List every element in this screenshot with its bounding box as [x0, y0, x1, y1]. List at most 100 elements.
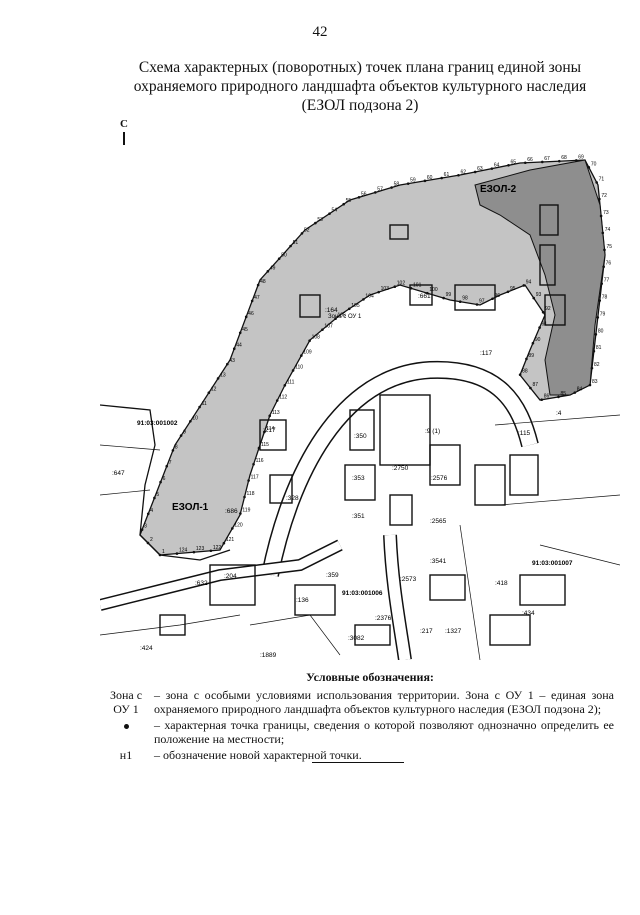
zone-ezol2-label: ЕЗОЛ-2	[480, 184, 517, 195]
legend-text-zone: – зона с особыми условиями использования…	[154, 688, 614, 716]
boundary-point-label: 113	[272, 410, 280, 416]
legend-symbol-point	[104, 718, 148, 732]
boundary-point-marker	[374, 191, 377, 194]
boundary-point-marker	[328, 212, 331, 215]
parcel-label: :632	[195, 580, 208, 587]
boundary-point-label: 121	[226, 537, 235, 543]
boundary-point-label: 110	[295, 364, 303, 370]
boundary-point-label: 68	[561, 155, 567, 161]
boundary-point-label: 56	[361, 191, 367, 197]
boundary-point-label: 54	[332, 208, 338, 214]
boundary-point-marker	[314, 221, 317, 225]
legend-row-zone: Зона с ОУ 1 – зона с особыми условиями и…	[0, 688, 640, 716]
boundary-point-marker	[557, 159, 561, 163]
boundary-point-label: 59	[410, 178, 416, 184]
boundary-point-label: 1	[162, 549, 165, 555]
boundary-point-label: 92	[545, 306, 551, 312]
boundary-point-marker	[192, 550, 196, 554]
boundary-point-marker	[532, 296, 536, 300]
road-vertical-inner	[384, 534, 411, 660]
boundary-points: 1234567891011121343444546474849505152535…	[140, 154, 612, 557]
boundary-point-label: 88	[522, 369, 528, 375]
boundary-point-marker	[209, 549, 213, 553]
boundary-point-marker	[171, 449, 175, 452]
boundary-point-marker	[475, 303, 479, 306]
boundary-point-label: 64	[494, 163, 500, 169]
boundary-point-marker	[179, 434, 183, 437]
boundary-point-label: 43	[229, 358, 235, 364]
boundary-point-marker	[222, 541, 226, 545]
boundary-point-label: 60	[427, 175, 433, 181]
boundary-point-marker	[250, 299, 254, 303]
parcel-label: :647	[112, 470, 125, 477]
boundary-point-label: 86	[544, 394, 550, 400]
footer-rule	[312, 762, 404, 763]
parcel-label: :2376	[375, 615, 392, 622]
cadastral-block-label: 91:03:001007	[532, 560, 573, 567]
boundary-point-marker	[590, 366, 594, 370]
parcel-label: :136	[296, 597, 309, 604]
boundary-point-marker	[426, 291, 429, 295]
boundary-point-marker	[291, 369, 295, 372]
boundary-point-label: 104	[365, 293, 374, 299]
boundary-point-marker	[458, 300, 462, 304]
boundary-point-marker	[457, 173, 460, 177]
parcel-label: :353	[352, 475, 365, 482]
boundary-point-marker	[256, 283, 260, 287]
boundary-point-marker	[159, 480, 162, 484]
zone-ou1-boundary	[100, 404, 231, 561]
boundary-point-marker	[207, 391, 211, 395]
boundary-point-marker	[300, 232, 304, 235]
boundary-point-label: 48	[260, 279, 266, 285]
boundary-point-label: 6	[163, 476, 166, 482]
boundary-point-marker	[158, 553, 162, 557]
boundary-point-label: 120	[234, 522, 243, 528]
boundary-point-label: 70	[591, 161, 597, 167]
boundary-point-label: 3	[144, 524, 147, 530]
legend-text-new-point: – обозначение новой характерной точки.	[154, 748, 362, 762]
boundary-point-marker	[268, 414, 272, 418]
legend-row-point: – характерная точка границы, сведения о …	[0, 718, 640, 746]
boundary-point-label: 102	[397, 281, 406, 287]
boundary-point-marker	[231, 527, 234, 530]
boundary-point-label: 93	[536, 292, 542, 298]
boundary-point-marker	[283, 384, 287, 387]
boundary-point-marker	[538, 326, 541, 329]
boundary-point-label: 55	[346, 198, 352, 204]
page-title: Схема характерных (поворотных) точек пла…	[100, 58, 620, 115]
boundary-point-label: 79	[600, 311, 606, 317]
boundary-point-label: 62	[460, 169, 466, 175]
boundary-point-marker	[507, 163, 510, 167]
boundary-point-label: 99	[446, 292, 452, 298]
boundary-point-label: 117	[251, 474, 259, 480]
cadastral-lines	[100, 414, 620, 660]
parcel-label: :424	[140, 645, 153, 652]
boundary-point-marker	[602, 265, 605, 269]
boundary-point-marker	[189, 419, 192, 423]
boundary-point-label: 94	[526, 279, 532, 285]
boundary-point-marker	[165, 464, 169, 468]
boundary-point-marker	[247, 479, 250, 482]
boundary-point-marker	[406, 182, 410, 185]
boundary-point-marker	[529, 386, 532, 390]
parcel-label: :204	[224, 573, 237, 580]
boundary-point-marker	[573, 391, 577, 394]
legend-title: Условные обозначения:	[306, 670, 434, 684]
parcel-label: :2573	[400, 576, 417, 583]
boundary-point-marker	[523, 161, 527, 165]
parcel-label: :3541	[430, 558, 447, 565]
boundary-point-marker	[362, 298, 365, 301]
boundary-point-label: 51	[293, 240, 299, 246]
boundary-point-marker	[540, 160, 544, 164]
boundary-point-label: 58	[394, 182, 400, 188]
boundary-point-marker	[140, 528, 144, 531]
boundary-point-marker	[603, 248, 606, 252]
boundary-point-label: 11	[202, 401, 207, 407]
boundary-point-label: 73	[603, 210, 609, 216]
boundary-point-label: 91	[542, 322, 548, 328]
boundary-point-label: 52	[304, 227, 310, 233]
boundary-point-marker	[473, 170, 477, 174]
boundary-point-label: 78	[602, 295, 608, 301]
boundary-point-marker	[342, 202, 345, 206]
boundary-point-label: 47	[254, 295, 260, 301]
